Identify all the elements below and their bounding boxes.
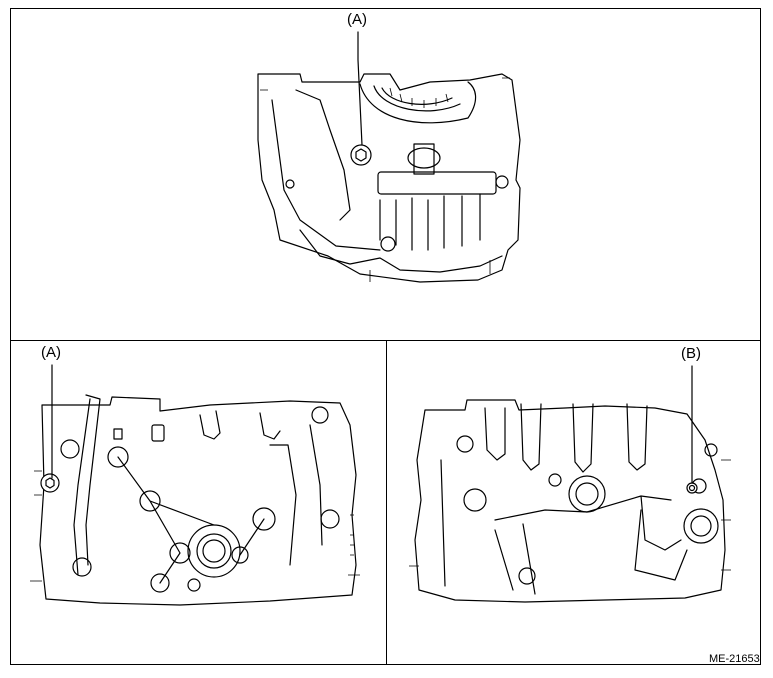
callout-a-left: (A): [41, 344, 61, 361]
callout-b-right: (B): [681, 345, 701, 362]
figure-id: ME-21653: [709, 653, 760, 665]
bottom-left-view-panel: [30, 385, 370, 615]
engine-block-right-side-view-icon: [409, 399, 731, 603]
bolt-a-top-icon: [350, 144, 372, 166]
vertical-divider: [386, 340, 387, 665]
callout-a-top: (A): [347, 11, 367, 28]
horizontal-divider: [10, 340, 761, 341]
engine-block-rear-view-icon: [257, 73, 521, 283]
figure-frame: [10, 8, 761, 665]
bottom-right-view-panel: [405, 390, 745, 615]
bolt-a-left-icon: [40, 473, 60, 493]
engine-block-left-side-view-icon: [30, 394, 360, 606]
top-view-panel: [240, 60, 530, 290]
